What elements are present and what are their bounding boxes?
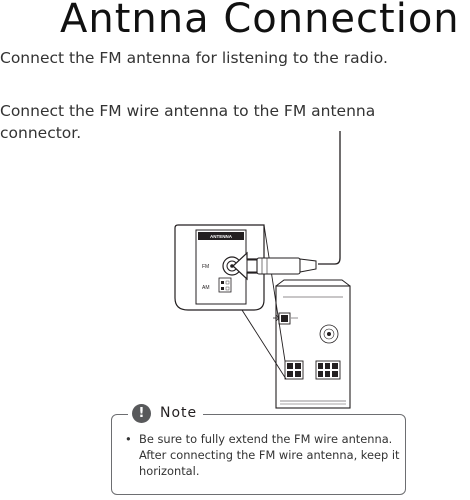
note-header: ! Note xyxy=(128,400,204,426)
exclamation-icon: ! xyxy=(132,403,151,423)
panel-label: ANTENNA xyxy=(210,234,233,239)
antenna-wire xyxy=(318,131,341,265)
note-title: Note xyxy=(160,405,198,421)
page-title: Antnna Connection xyxy=(60,0,460,42)
note-body: Be sure to fully extend the FM wire ante… xyxy=(124,431,400,479)
intro-text: Connect the FM antenna for listening to … xyxy=(0,49,388,67)
main-unit-rear xyxy=(273,279,351,409)
antenna-panel-callout: ANTENNA FM AM xyxy=(174,224,265,311)
fm-label: FM xyxy=(202,264,209,270)
am-label: AM xyxy=(202,285,210,291)
step-instruction: Connect the FM wire antenna to the FM an… xyxy=(0,102,376,142)
fm-plug xyxy=(246,257,317,275)
note-item: Be sure to fully extend the FM wire ante… xyxy=(124,431,400,479)
